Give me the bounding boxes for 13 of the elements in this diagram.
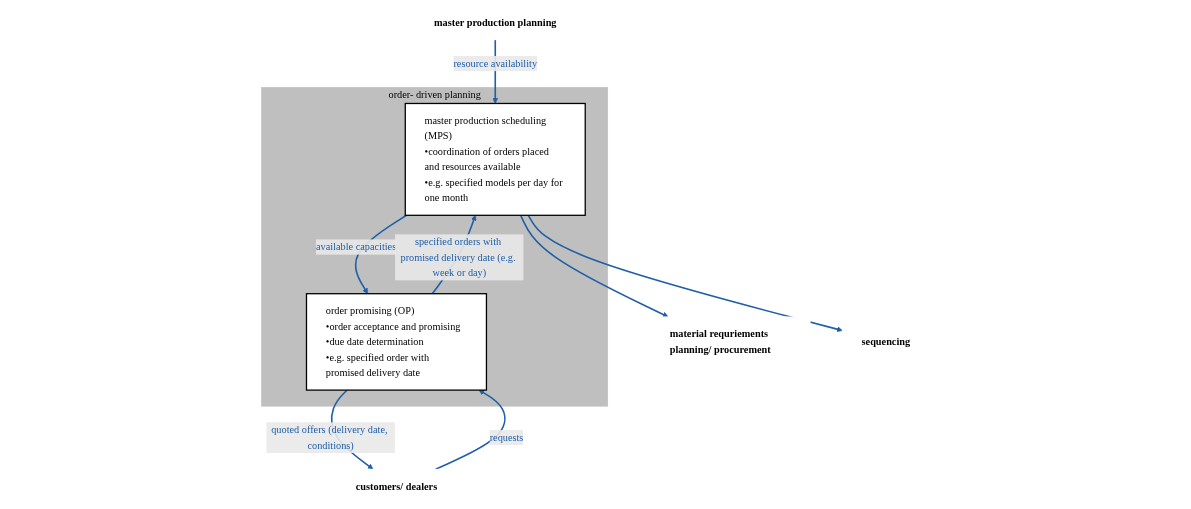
arrow [527,214,843,332]
edge-label: specified orders with promised delivery date (e.g. week or day) [400,236,516,278]
edge-label: available capacities [315,241,397,253]
edge-label: requests [489,431,524,443]
edge-label: quoted offers (delivery date, conditions) [271,424,388,451]
node-text: master production planning [434,16,557,28]
edge-label: resource availability [453,57,538,69]
arrow [434,389,506,470]
node-box: master production scheduling (MPS) •coordination of orders placed and resources available •e.g. specified models per day for one month [404,102,586,216]
node-box: order promising (OP) •order acceptance and promising •due date determination •e.g. specified order with promised delivery date [305,293,488,391]
arrow [519,214,669,318]
node-text: customers/ dealers [355,480,438,492]
node-text: sequencing [861,336,911,348]
